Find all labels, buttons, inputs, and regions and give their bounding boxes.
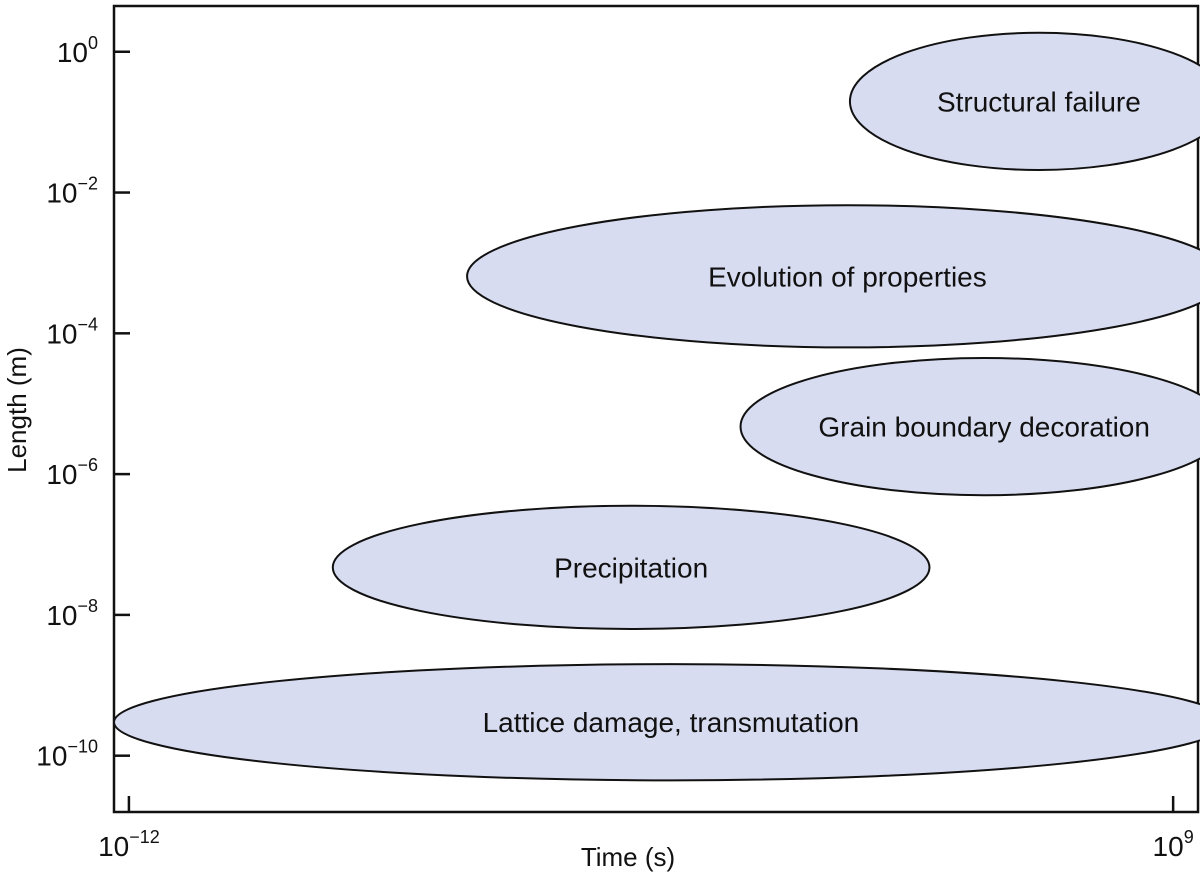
y-tick-base: 10 xyxy=(57,37,88,68)
region-label: Lattice damage, transmutation xyxy=(483,707,860,738)
y-tick-exponent: −6 xyxy=(77,455,98,475)
y-tick-base: 10 xyxy=(46,600,77,631)
x-tick-base: 10 xyxy=(98,831,129,862)
region-label: Precipitation xyxy=(554,552,708,583)
region-label: Grain boundary decoration xyxy=(818,412,1150,443)
x-tick-label: 10−12 xyxy=(98,827,160,862)
y-tick-exponent: −2 xyxy=(77,174,98,194)
y-tick-base: 10 xyxy=(36,741,67,772)
region-label: Evolution of properties xyxy=(708,261,987,292)
y-tick-exponent: −10 xyxy=(67,737,98,757)
region-ellipse xyxy=(331,504,931,630)
x-axis-title: Time (s) xyxy=(581,842,675,872)
x-tick-base: 10 xyxy=(1153,831,1184,862)
y-tick-label: 10−8 xyxy=(46,596,98,631)
y-tick-label: 10−2 xyxy=(46,174,98,209)
region-ellipse xyxy=(113,663,1200,782)
y-tick-base: 10 xyxy=(46,318,77,349)
y-tick-label: 10−4 xyxy=(46,314,98,349)
region-ellipse xyxy=(739,356,1200,497)
y-tick-label: 10−6 xyxy=(46,455,98,490)
x-tick-exponent: 9 xyxy=(1184,827,1194,847)
y-tick-label: 10−10 xyxy=(36,737,98,772)
y-tick-exponent: −4 xyxy=(77,314,98,334)
y-tick-exponent: −8 xyxy=(77,596,98,616)
y-tick-base: 10 xyxy=(46,459,77,490)
y-tick-exponent: 0 xyxy=(88,33,98,53)
region-label: Structural failure xyxy=(937,86,1141,117)
x-tick-exponent: −12 xyxy=(129,827,160,847)
y-axis-title: Length (m) xyxy=(2,347,32,473)
x-tick-label: 109 xyxy=(1153,827,1194,862)
region-ellipse xyxy=(466,204,1200,349)
y-tick-base: 10 xyxy=(46,178,77,209)
y-tick-label: 100 xyxy=(57,33,98,68)
region-ellipse xyxy=(848,31,1200,171)
